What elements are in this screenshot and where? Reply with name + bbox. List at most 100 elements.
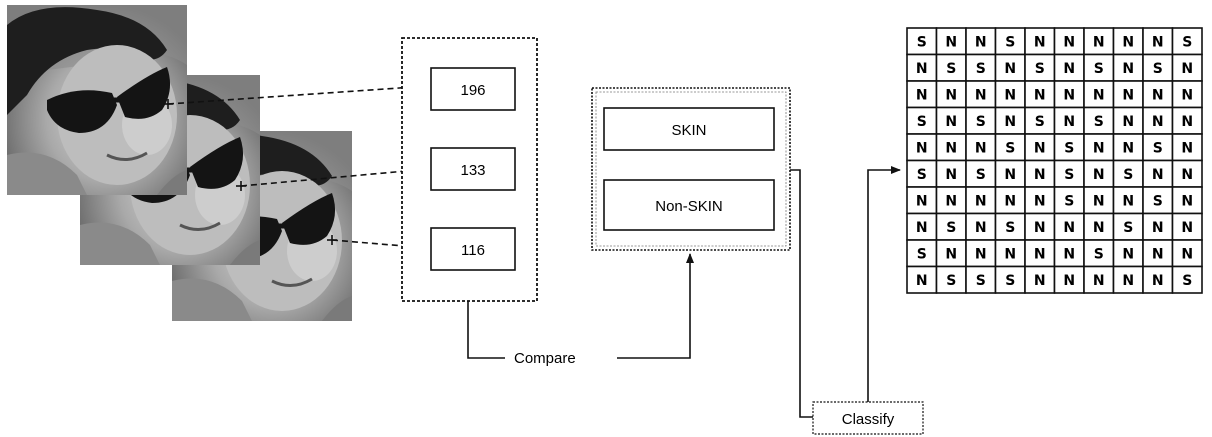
grid-cell	[1142, 239, 1174, 268]
grid-cell-label: S	[1035, 114, 1045, 130]
grid-cell-label: N	[1122, 114, 1134, 130]
grid-cell-label: N	[1034, 220, 1046, 236]
grid-cell-label: S	[1094, 114, 1104, 130]
skin-class-box	[603, 107, 775, 151]
grid-cell-label: N	[1034, 193, 1046, 209]
grid-cell-label: N	[1004, 167, 1016, 183]
grid-cell	[906, 212, 938, 241]
grid-cell-label: N	[975, 193, 987, 209]
grid-cell	[1083, 80, 1115, 109]
grid-cell-label: N	[975, 87, 987, 103]
grid-cell-label: N	[975, 246, 987, 262]
grid-cell-label: N	[1063, 246, 1075, 262]
compare-arrow	[617, 253, 694, 359]
compare-connector	[467, 301, 505, 359]
grid-cell-label: N	[1093, 87, 1105, 103]
grid-cell-label: N	[1034, 34, 1046, 50]
grid-cell-label: N	[1063, 34, 1075, 50]
grid-cell	[1053, 159, 1085, 188]
classify-label: Classify	[842, 411, 895, 428]
grid-cell-label: N	[945, 87, 957, 103]
grid-cell-label: S	[1182, 273, 1192, 289]
grid-cell-label: S	[1005, 140, 1015, 156]
grid-cell-label: N	[1152, 246, 1164, 262]
grid-cell-label: N	[916, 220, 928, 236]
grid-cell-label: S	[1123, 167, 1133, 183]
grid-cell-label: S	[1005, 220, 1015, 236]
classify-box	[812, 401, 924, 435]
non-skin-class-box	[603, 179, 775, 231]
non-skin-class-label: Non-SKIN	[655, 198, 723, 215]
skin-class-label: SKIN	[671, 122, 706, 139]
grid-cell-label: N	[975, 220, 987, 236]
grid-cell-label: N	[1181, 167, 1193, 183]
grid-cell-label: N	[975, 140, 987, 156]
grid-cell-label: N	[916, 140, 928, 156]
grid-cell	[1083, 53, 1115, 82]
grid-cell-label: N	[1034, 167, 1046, 183]
grid-cell-label: S	[1153, 61, 1163, 77]
grid-cell-label: N	[1122, 193, 1134, 209]
grid-cell-label: N	[1093, 220, 1105, 236]
grid-cell-label: S	[1094, 246, 1104, 262]
grid-cell-label: N	[1093, 193, 1105, 209]
grid-cell-label: N	[1181, 220, 1193, 236]
grid-cell-label: S	[1153, 140, 1163, 156]
grid-cell	[1053, 212, 1085, 241]
grid-cell-label: N	[1181, 61, 1193, 77]
grid-cell	[1142, 27, 1174, 56]
grid-cell-label: S	[976, 273, 986, 289]
grid-cell	[994, 186, 1026, 215]
grid-cell-label: S	[946, 273, 956, 289]
grid-cell	[1053, 106, 1085, 135]
grid-cell-label: N	[1152, 87, 1164, 103]
grid-cell	[906, 53, 938, 82]
grid-cell-label: S	[1064, 193, 1074, 209]
face-image-1	[7, 5, 187, 195]
grid-cell-label: N	[916, 87, 928, 103]
pixel-value-1: 196	[460, 82, 485, 99]
grid-cell-label: N	[1063, 114, 1075, 130]
grid-cell	[935, 106, 967, 135]
grid-cell-label: N	[1034, 246, 1046, 262]
grid-cell-label: N	[1181, 246, 1193, 262]
grid-cell-label: S	[1064, 167, 1074, 183]
compare-label: Compare	[514, 350, 576, 367]
grid-cell	[1171, 133, 1203, 162]
grid-cell-label: N	[1122, 87, 1134, 103]
grid-cell-label: S	[1005, 273, 1015, 289]
grid-cell	[1171, 265, 1203, 294]
grid-cell-label: N	[1181, 114, 1193, 130]
grid-cell-label: N	[945, 167, 957, 183]
grid-cell-label: N	[1063, 273, 1075, 289]
grid-cell	[1053, 186, 1085, 215]
pixel-value-2: 133	[460, 162, 485, 179]
grid-cell	[994, 239, 1026, 268]
grid-cell	[906, 133, 938, 162]
grid-cell-label: N	[1034, 273, 1046, 289]
grid-cell-label: S	[1064, 140, 1074, 156]
grid-cell-label: N	[1063, 220, 1075, 236]
grid-cell	[1024, 106, 1056, 135]
grid-cell-label: S	[917, 114, 927, 130]
grid-cell-label: N	[1181, 140, 1193, 156]
grid-cell	[1053, 27, 1085, 56]
grid-cell-label: N	[1152, 114, 1164, 130]
grid-cell-label: N	[1093, 167, 1105, 183]
grid-cell	[1171, 27, 1203, 56]
grid-cell	[935, 212, 967, 241]
grid-cell-label: N	[1034, 87, 1046, 103]
grid-cell-label: N	[1181, 87, 1193, 103]
grid-cell-label: N	[1004, 114, 1016, 130]
grid-cell-label: N	[945, 193, 957, 209]
grid-cell	[965, 212, 997, 241]
grid-cell-label: N	[1004, 246, 1016, 262]
grid-cell-label: N	[1093, 140, 1105, 156]
grid-cell	[1083, 133, 1115, 162]
grid-cell-label: N	[945, 34, 957, 50]
grid-cell-label: N	[1004, 87, 1016, 103]
grid-cell-label: S	[1153, 193, 1163, 209]
grid-cell	[1112, 106, 1144, 135]
